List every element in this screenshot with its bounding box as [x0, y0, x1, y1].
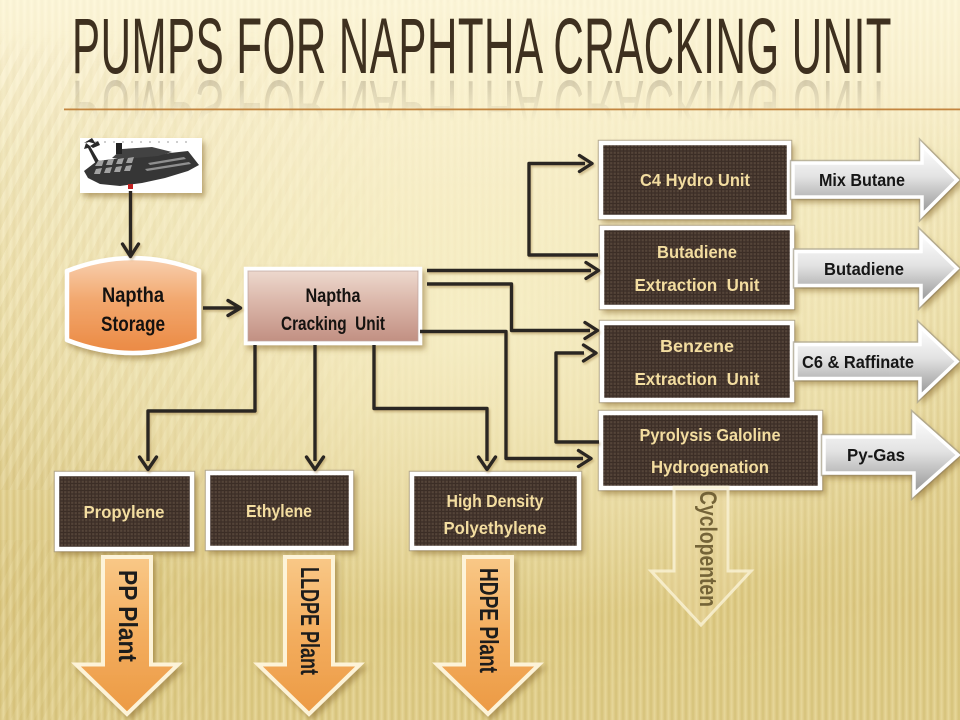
svg-text:Polyethylene: Polyethylene	[444, 518, 547, 538]
svg-text:High Density: High Density	[447, 491, 544, 511]
svg-text:C6 & Raffinate: C6 & Raffinate	[802, 352, 914, 372]
svg-text:Extraction Unit: Extraction Unit	[635, 369, 760, 389]
svg-text:Storage: Storage	[101, 313, 165, 336]
svg-text:Naptha: Naptha	[306, 286, 361, 307]
svg-text:Propylene: Propylene	[84, 502, 165, 522]
svg-text:Cyclopenten: Cyclopenten	[694, 491, 721, 607]
svg-text:Ethylene: Ethylene	[246, 501, 312, 521]
svg-text:LLDPE Plant: LLDPE Plant	[295, 567, 325, 675]
svg-text:PP Plant: PP Plant	[113, 570, 143, 662]
svg-text:Butadiene: Butadiene	[657, 242, 737, 262]
svg-text:PUMPS FOR NAPHTHA CRACKING UNI: PUMPS FOR NAPHTHA CRACKING UNIT	[72, 1, 892, 90]
svg-text:Naptha: Naptha	[102, 284, 164, 307]
svg-text:Butadiene: Butadiene	[824, 259, 904, 279]
svg-text:Extraction Unit: Extraction Unit	[635, 275, 760, 295]
svg-text:Benzene: Benzene	[660, 336, 734, 356]
svg-text:Cracking Unit: Cracking Unit	[281, 314, 386, 335]
svg-text:Pyrolysis Galoline: Pyrolysis Galoline	[640, 425, 781, 445]
svg-text:C4 Hydro Unit: C4 Hydro Unit	[640, 170, 750, 190]
svg-text:Hydrogenation: Hydrogenation	[651, 457, 769, 477]
svg-text:Mix Butane: Mix Butane	[819, 170, 905, 190]
svg-text:HDPE Plant: HDPE Plant	[474, 568, 504, 673]
svg-text:Py-Gas: Py-Gas	[847, 445, 905, 465]
